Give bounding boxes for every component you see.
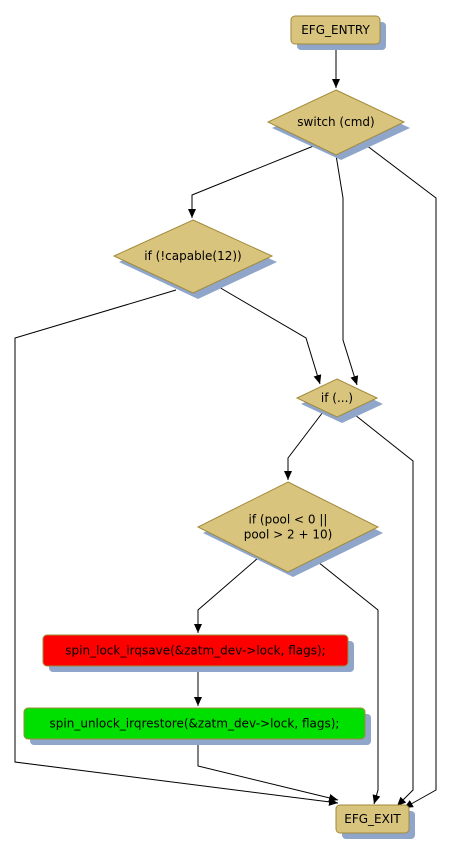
node-capable-label: if (!capable(12)) — [144, 249, 241, 263]
node-dots-label: if (...) — [321, 391, 353, 405]
node-capable: if (!capable(12)) — [112, 219, 277, 299]
edges — [14, 46, 437, 809]
node-unlock-label: spin_unlock_irqrestore(&zatm_dev->lock, … — [50, 717, 340, 731]
node-switch: switch (cmd) — [266, 89, 410, 160]
node-lock-label: spin_lock_irqsave(&zatm_dev->lock, flags… — [65, 644, 325, 658]
node-dots: if (...) — [295, 378, 383, 423]
edge-pool-to-exit — [317, 561, 381, 805]
edge-pool-to-lock — [194, 557, 259, 633]
node-pool-line-1: if (pool < 0 || — [249, 513, 328, 527]
edge-capable-to-exit — [14, 289, 339, 806]
edge-switch-to-dots — [335, 154, 359, 386]
node-entry: EFG_ENTRY — [290, 15, 386, 50]
node-switch-label: switch (cmd) — [297, 115, 374, 129]
node-pool-label: if (pool < 0 ||pool > 2 + 10) — [244, 513, 333, 542]
edge-dots-to-pool — [284, 411, 324, 480]
node-exit-label: EFG_EXIT — [344, 812, 401, 826]
edge-capable-to-dots — [211, 282, 322, 385]
edge-unlock-to-exit — [197, 739, 339, 802]
node-pool: if (pool < 0 ||pool > 2 + 10) — [196, 481, 383, 577]
node-unlock: spin_unlock_irqrestore(&zatm_dev->lock, … — [23, 707, 371, 745]
node-entry-label: EFG_ENTRY — [301, 23, 370, 37]
edge-dots-to-exit — [349, 410, 414, 807]
edge-switch-to-exit — [361, 141, 437, 809]
node-lock: spin_lock_irqsave(&zatm_dev->lock, flags… — [42, 634, 354, 672]
edge-switch-to-capable — [188, 144, 317, 218]
node-pool-line-2: pool > 2 + 10) — [244, 528, 333, 542]
node-exit: EFG_EXIT — [335, 804, 415, 839]
